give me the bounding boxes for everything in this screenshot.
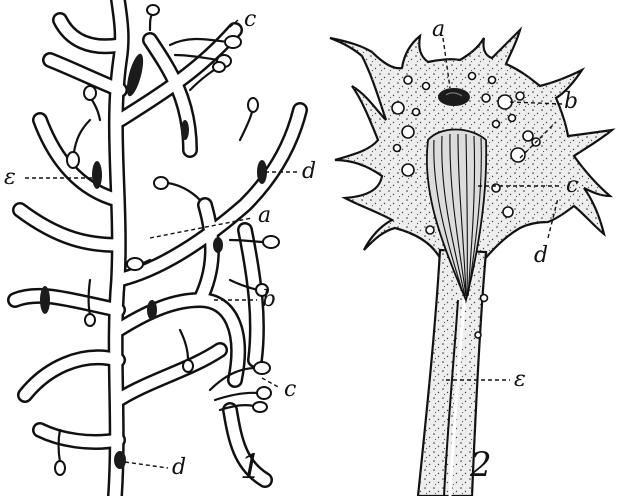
label-1-epsilon: ε [4, 165, 16, 190]
figure-1-network: c d ε a b c d 1 [4, 0, 316, 496]
label-1-b: b [262, 287, 276, 312]
label-2-d: d [534, 243, 548, 268]
figure-2-number: 2 [469, 445, 492, 485]
label-1-c-top: c [244, 7, 256, 32]
label-2-a: a [432, 17, 445, 42]
label-2-epsilon: ε [514, 367, 526, 392]
label-1-a: a [258, 203, 271, 228]
label-2-b: b [564, 89, 578, 114]
figure-1-number: 1 [240, 447, 262, 487]
label-2-c: c [566, 173, 578, 198]
label-1-d-bottom: d [172, 455, 186, 480]
label-1-d-upper: d [302, 159, 316, 184]
figure-2-cell: a b c d ε 2 [330, 17, 612, 496]
nucleus [438, 88, 470, 106]
label-1-c-bottom: c [284, 377, 296, 402]
